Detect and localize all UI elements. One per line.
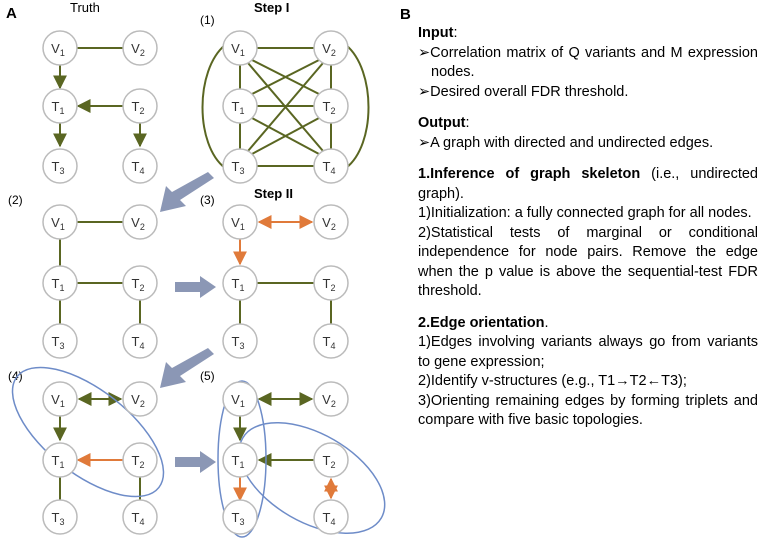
panel4-node-t2 (122, 442, 158, 478)
output-heading: Output (418, 115, 466, 131)
truth-node-t3 (42, 148, 78, 184)
panel2-node-t3 (42, 323, 78, 359)
panel2-node-v2 (122, 204, 158, 240)
triplet-ellipse-2 (238, 422, 386, 534)
panel5-node-t1 (222, 442, 258, 478)
label-1: (1) (200, 13, 215, 27)
panel2-node-t1 (42, 265, 78, 301)
panel5-node-t3 (222, 499, 258, 535)
label-4: (4) (8, 369, 23, 383)
label-3: (3) (200, 193, 215, 207)
section-1-heading: 1.Inference of graph skeleton (i.e., und… (418, 166, 758, 202)
panel-a-diagram: A Truth Step I (1) Step II (2) (3) (4) (… (6, 0, 386, 538)
input-item-2: ➢Desired overall FDR threshold. (418, 83, 629, 100)
truth-node-v1 (42, 30, 78, 66)
panel2-node-v1 (42, 204, 78, 240)
step1-node-t2 (313, 88, 349, 124)
panel5-node-t2 (313, 442, 349, 478)
panel5-node-v2 (313, 381, 349, 417)
triplet-ellipse-1 (217, 380, 267, 538)
input-heading: Input (418, 25, 454, 41)
panel4-node-v1 (42, 381, 78, 417)
section-1-item-2: 2)Statistical tests of marginal or condi… (418, 224, 758, 300)
output-item-1: ➢A graph with directed and undirected ed… (418, 134, 714, 151)
step1-node-t4 (313, 148, 349, 184)
step1-node-t3 (222, 148, 258, 184)
section-2-item-1: 1)Edges involving variants always go fro… (418, 334, 758, 370)
input-item-1: ➢Correlation matrix of Q variants and M … (418, 44, 758, 81)
truth-node-v2 (122, 30, 158, 66)
step1-node-v1 (222, 30, 258, 66)
arrow-2-to-3 (175, 276, 216, 298)
panel3-node-v1 (222, 204, 258, 240)
panel5-node-t4 (313, 499, 349, 535)
arrow-step1-to-2 (160, 172, 214, 212)
section-2-item-3: 3)Orienting remaining edges by forming t… (418, 392, 758, 429)
label-5: (5) (200, 369, 215, 383)
truth-title: Truth (70, 0, 100, 15)
section-2-item-2: 2)Identify v-structures (e.g., T1→T2←T3)… (418, 373, 687, 389)
panel-b-letter: B (400, 6, 411, 23)
truth-node-t4 (122, 148, 158, 184)
truth-node-t1 (42, 88, 78, 124)
section-1-item-1: 1)Initialization: a fully connected grap… (418, 205, 752, 221)
panel3-node-t1 (222, 265, 258, 301)
panel3-node-t3 (222, 323, 258, 359)
panel5-node-v1 (222, 381, 258, 417)
panel3-node-t4 (313, 323, 349, 359)
step2-title: Step II (254, 186, 293, 201)
section-2-heading: 2.Edge orientation (418, 314, 545, 331)
panel4-node-t3 (42, 499, 78, 535)
arrow-4-to-5 (175, 451, 216, 473)
panel4-node-t4 (122, 499, 158, 535)
panel2-node-t4 (122, 323, 158, 359)
panel4-node-v2 (122, 381, 158, 417)
panel3-node-t2 (313, 265, 349, 301)
step1-title: Step I (254, 0, 289, 15)
panel4-node-t1 (42, 442, 78, 478)
panel3-node-v2 (313, 204, 349, 240)
step1-node-v2 (313, 30, 349, 66)
panel-a-letter: A (6, 5, 17, 22)
label-2: (2) (8, 193, 23, 207)
v-structure-ellipse (11, 366, 165, 498)
panel-b: B Input: ➢Correlation matrix of Q varian… (400, 0, 760, 546)
panel2-node-t2 (122, 265, 158, 301)
step1-node-t1 (222, 88, 258, 124)
arrow-3-to-4 (160, 348, 214, 388)
truth-node-t2 (122, 88, 158, 124)
